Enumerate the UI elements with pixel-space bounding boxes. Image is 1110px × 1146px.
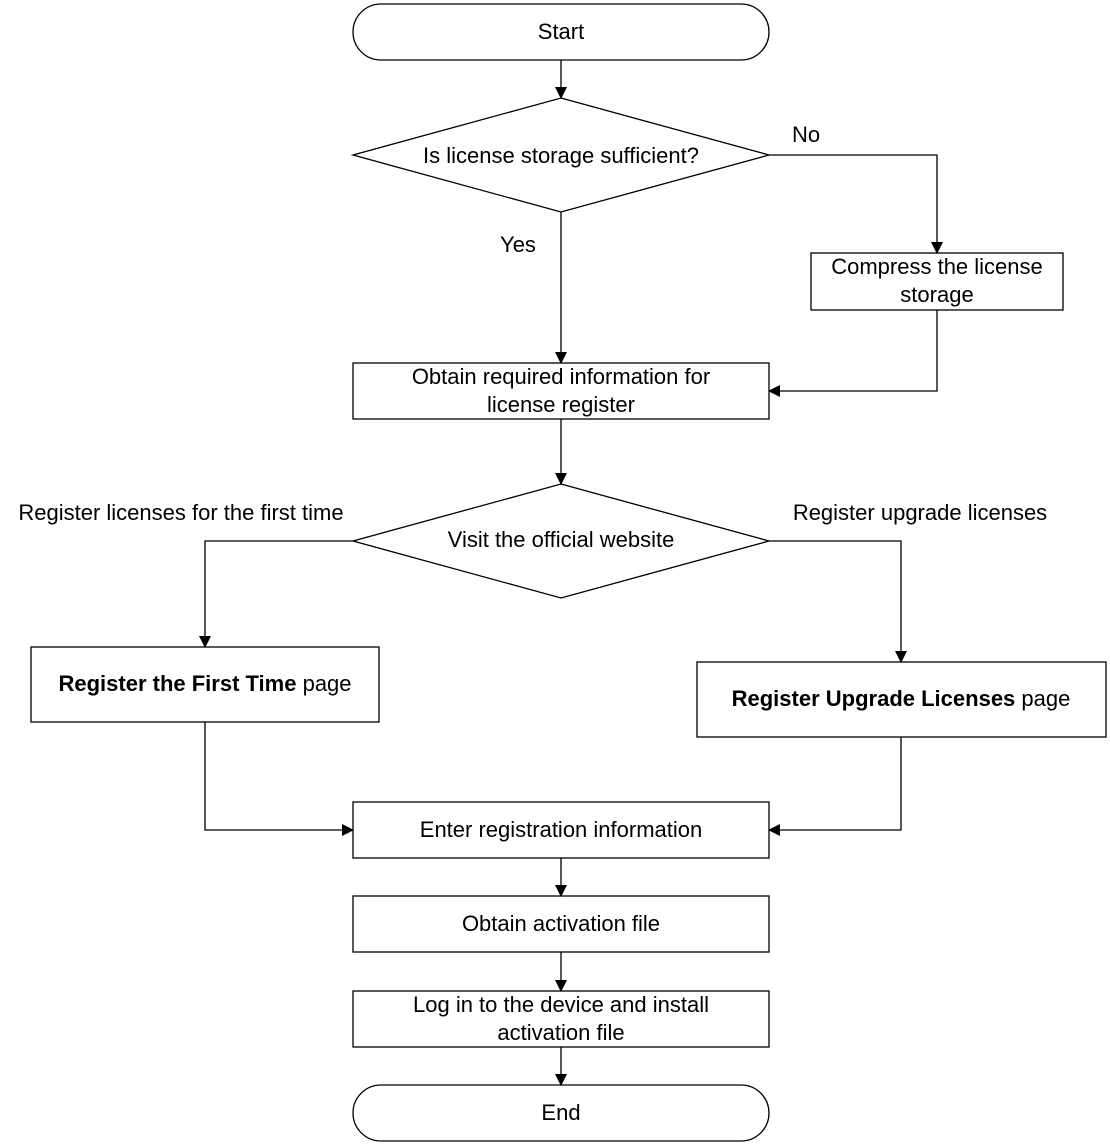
edge-label-yes: Yes (500, 232, 536, 257)
compress-storage-box: Compress the license storage (810, 252, 1064, 311)
start-terminator: Start (352, 3, 770, 61)
arrow-upgrade-to-enter (768, 737, 902, 836)
end-label: End (541, 1100, 580, 1125)
obtain-info-line-2: license register (487, 392, 635, 417)
arrow-no-to-compress (769, 154, 943, 254)
compress-label-line-1: Compress the license (831, 254, 1043, 279)
obtain-info-box: Obtain required information for license … (352, 362, 770, 420)
upgrade-page-label: Register Upgrade Licenses page (732, 686, 1071, 711)
decision-license-storage: Is license storage sufficient? (350, 97, 772, 213)
decision-storage-label: Is license storage sufficient? (423, 143, 699, 168)
arrow-first-time-to-enter (204, 722, 354, 836)
decision-visit-website: Visit the official website (350, 483, 772, 599)
obtain-activation-label: Obtain activation file (462, 911, 660, 936)
first-time-page-rest: page (296, 671, 351, 696)
install-box: Log in to the device and install activat… (352, 990, 770, 1048)
arrow-compress-to-obtain-info (768, 310, 938, 397)
enter-info-box: Enter registration information (352, 801, 770, 859)
compress-label-line-2: storage (900, 282, 973, 307)
upgrade-page-rest: page (1015, 686, 1070, 711)
edge-label-first-time: Register licenses for the first time (18, 500, 343, 525)
upgrade-page-box: Register Upgrade Licenses page (696, 661, 1107, 738)
obtain-info-line-1: Obtain required information for (412, 364, 710, 389)
install-line-1: Log in to the device and install (413, 992, 709, 1017)
end-terminator: End (352, 1084, 770, 1142)
first-time-page-box: Register the First Time page (30, 646, 380, 723)
enter-info-label: Enter registration information (420, 817, 702, 842)
install-line-2: activation file (497, 1020, 624, 1045)
arrow-visit-to-first-time (199, 540, 353, 648)
arrow-visit-to-upgrade (769, 540, 907, 663)
first-time-page-label: Register the First Time page (58, 671, 351, 696)
start-label: Start (538, 19, 584, 44)
edge-label-no: No (792, 122, 820, 147)
obtain-activation-box: Obtain activation file (352, 895, 770, 953)
edge-label-upgrade: Register upgrade licenses (793, 500, 1047, 525)
first-time-page-bold: Register the First Time (58, 671, 296, 696)
visit-website-label: Visit the official website (448, 527, 675, 552)
upgrade-page-bold: Register Upgrade Licenses (732, 686, 1016, 711)
